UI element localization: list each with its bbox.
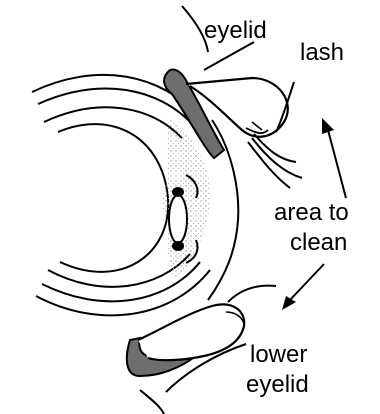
- label-clean: clean: [290, 229, 347, 256]
- lower-lash: [228, 286, 276, 302]
- eyelashes: [248, 134, 302, 188]
- label-lower: lower: [250, 341, 307, 368]
- label-lash: lash: [300, 39, 344, 66]
- label-eyelid: eyelid: [204, 17, 267, 44]
- arrow-down-head: [282, 296, 296, 310]
- bottom-tail-line: [140, 390, 164, 414]
- eyeball-inner: [58, 124, 168, 272]
- arrow-up-head: [322, 118, 334, 134]
- eyelid-pointer: [204, 42, 254, 70]
- lower-eyelid: [127, 304, 244, 376]
- label-area-to: area to: [274, 199, 349, 226]
- label-lower-eyelid: eyelid: [246, 371, 309, 398]
